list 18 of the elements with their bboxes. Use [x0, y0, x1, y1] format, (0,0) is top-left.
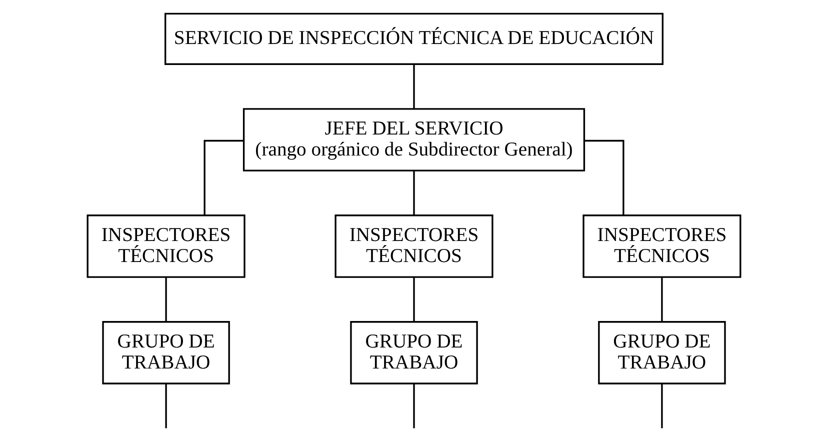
connector	[661, 278, 663, 322]
connector	[661, 384, 663, 428]
node-box: GRUPO DE TRABAJO	[598, 321, 726, 384]
node-box: INSPECTORES TÉCNICOS	[86, 214, 246, 278]
node-box: GRUPO DE TRABAJO	[102, 321, 230, 384]
connector	[413, 64, 415, 109]
connector	[413, 171, 415, 216]
connector	[165, 278, 167, 322]
connector	[584, 140, 624, 216]
connector	[165, 384, 167, 428]
node-box: INSPECTORES TÉCNICOS	[334, 214, 494, 278]
node-box: JEFE DEL SERVICIO (rango orgánico de Subdirector General)	[242, 108, 586, 172]
node-box: SERVICIO DE INSPECCIÓN TÉCNICA DE EDUCACIÓN	[164, 12, 664, 65]
connector	[204, 140, 244, 216]
connector	[413, 384, 415, 428]
node-box: GRUPO DE TRABAJO	[350, 321, 478, 384]
connector	[413, 278, 415, 322]
node-box: INSPECTORES TÉCNICOS	[582, 214, 742, 278]
